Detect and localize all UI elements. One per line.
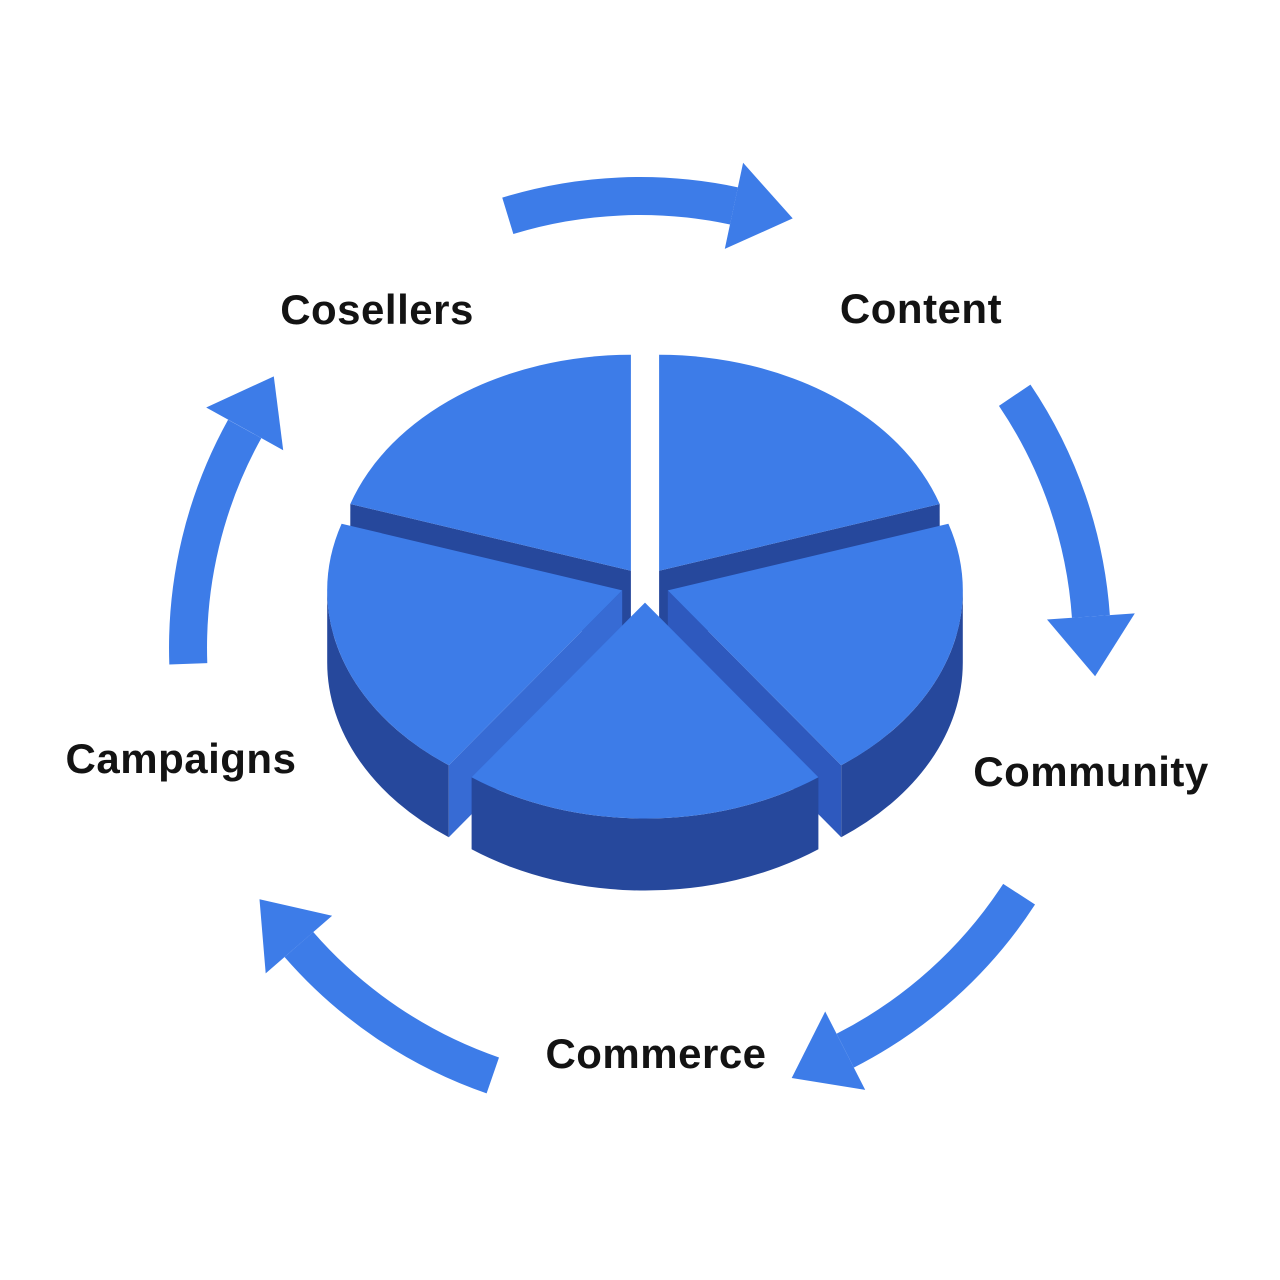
slice-top-face <box>350 354 631 571</box>
slice-rim-wall <box>471 777 819 891</box>
stage-label-campaigns: Campaigns <box>65 735 297 782</box>
arrowhead-icon <box>259 899 333 974</box>
stage-label-content: Content <box>839 285 1003 332</box>
pie-slice-commerce <box>471 602 819 891</box>
cycle-arrow-2 <box>998 384 1135 677</box>
arrow-shaft <box>502 177 738 235</box>
cycle-arrow-4 <box>259 899 500 1094</box>
slice-top-face <box>659 354 940 571</box>
stage-label-commerce: Commerce <box>545 1030 767 1077</box>
stage-label-cosellers: Cosellers <box>280 286 474 333</box>
stage-label-community: Community <box>973 748 1209 795</box>
slice-top-face <box>667 523 963 766</box>
arrow-shaft <box>284 931 500 1094</box>
cycle-arrow-5 <box>169 376 284 665</box>
cycle-arrow-3 <box>791 883 1036 1090</box>
arrowhead-icon <box>724 162 793 249</box>
arrow-shaft <box>998 384 1110 618</box>
slice-top-face <box>471 602 819 819</box>
arrow-shaft <box>836 883 1036 1068</box>
arrowhead-icon <box>206 376 284 451</box>
slice-rim-wall <box>327 590 449 838</box>
arrowhead-icon <box>791 1011 866 1090</box>
slice-rim-wall <box>841 590 963 838</box>
slice-top-face <box>327 523 623 766</box>
arrowhead-icon <box>1047 613 1135 677</box>
arrow-shaft <box>169 419 262 665</box>
cycle-arrow-1 <box>502 162 793 249</box>
